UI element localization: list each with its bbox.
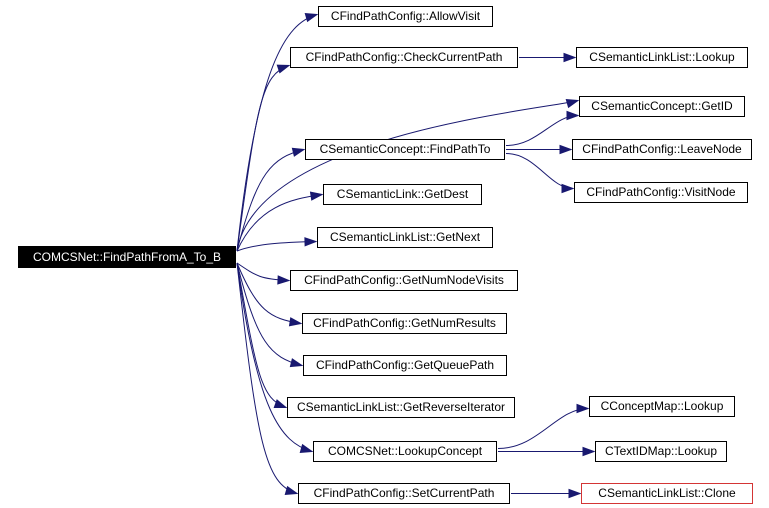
edge-main-getdest [236,194,323,252]
graph-node-textidmap_lookup[interactable]: CTextIDMap::Lookup [595,441,727,462]
edge-findpathto-getid [505,115,579,146]
edge-main-setcurrentpath-arrowhead [284,485,299,495]
edge-lookupconcept-conceptmap_lookup-arrowhead [576,403,590,414]
graph-node-getdest[interactable]: CSemanticLink::GetDest [323,184,482,205]
graph-node-findpathto[interactable]: CSemanticConcept::FindPathTo [305,139,505,160]
graph-node-clone[interactable]: CSemanticLinkList::Clone [581,483,753,504]
edge-main-getid-arrowhead [565,99,580,109]
graph-node-setcurrentpath[interactable]: CFindPathConfig::SetCurrentPath [298,483,510,504]
graph-node-leavenode[interactable]: CFindPathConfig::LeaveNode [572,139,752,160]
graph-node-allowvisit[interactable]: CFindPathConfig::AllowVisit [318,6,493,27]
edge-checkcurrentpath-linklist_lookup-arrowhead [563,52,577,63]
edge-findpathto-visitnode-arrowhead [561,183,575,194]
edge-findpathto-visitnode [505,153,574,189]
graph-node-conceptmap_lookup[interactable]: CConceptMap::Lookup [589,396,735,417]
edge-main-findpathto [236,149,305,252]
edge-main-getreverseiterator-arrowhead [273,399,288,408]
edge-main-getnext [236,241,317,252]
edge-main-lookupconcept-arrowhead [299,443,314,453]
edge-main-checkcurrentpath [236,65,290,252]
edge-main-lookupconcept [236,262,313,452]
edge-main-getdest-arrowhead [309,191,324,201]
graph-node-getreverseiterator[interactable]: CSemanticLinkList::GetReverseIterator [287,397,515,418]
graph-node-getqueuepath[interactable]: CFindPathConfig::GetQueuePath [303,355,507,376]
edge-main-getnext-arrowhead [304,237,318,247]
edge-main-setcurrentpath [236,262,298,494]
graph-node-getnumresults[interactable]: CFindPathConfig::GetNumResults [302,313,507,334]
graph-node-lookupconcept[interactable]: COMCSNet::LookupConcept [313,441,497,462]
edge-main-getnumresults-arrowhead [288,317,303,327]
edge-findpathto-leavenode-arrowhead [559,144,573,155]
graph-node-getnumnodevisits[interactable]: CFindPathConfig::GetNumNodeVisits [290,270,518,291]
edge-lookupconcept-textidmap_lookup-arrowhead [582,446,596,457]
graph-node-visitnode[interactable]: CFindPathConfig::VisitNode [574,182,748,203]
graph-node-checkcurrentpath[interactable]: CFindPathConfig::CheckCurrentPath [290,47,518,68]
edge-main-getreverseiterator [236,262,287,408]
edge-findpathto-getid-arrowhead [566,110,580,121]
graph-node-linklist_lookup[interactable]: CSemanticLinkList::Lookup [576,47,748,68]
edge-main-getqueuepath-arrowhead [289,358,304,368]
graph-node-main: COMCSNet::FindPathFromA_To_B [18,246,236,268]
edge-main-getnumnodevisits [236,262,290,281]
edge-main-checkcurrentpath-arrowhead [276,64,291,74]
graph-node-getnext[interactable]: CSemanticLinkList::GetNext [317,227,493,248]
graph-node-getid[interactable]: CSemanticConcept::GetID [579,96,745,117]
edge-setcurrentpath-clone-arrowhead [568,488,582,499]
edge-main-getnumnodevisits-arrowhead [277,275,291,285]
edge-main-allowvisit-arrowhead [304,13,319,23]
edge-main-findpathto-arrowhead [291,147,306,157]
